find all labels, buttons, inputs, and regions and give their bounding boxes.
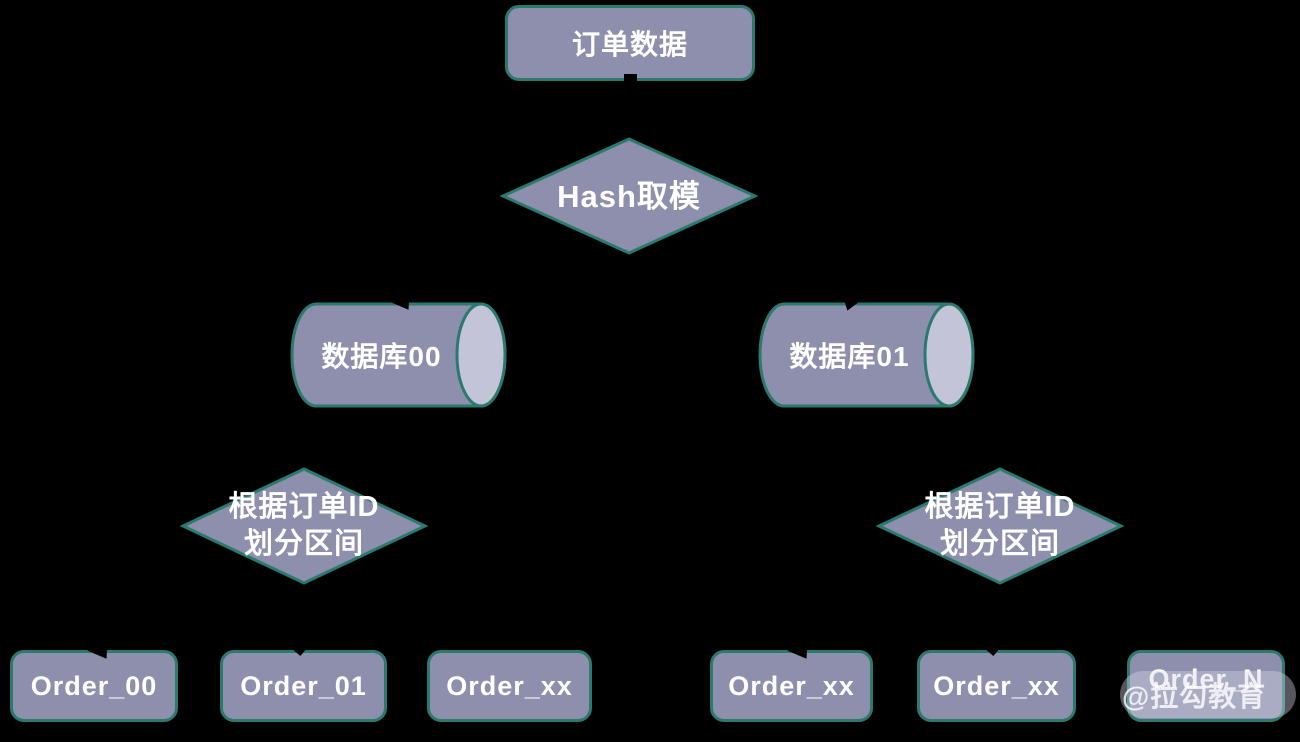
node-order-xx-3-label: Order_xx (933, 670, 1060, 701)
cylinder-shape (290, 302, 507, 408)
node-order-00: Order_00 (10, 650, 178, 722)
arrowhead-icon (624, 74, 637, 84)
diamond-shape (180, 467, 428, 585)
node-split-right-line2: 划分区间 (939, 528, 1060, 560)
node-split-left-line1: 根据订单ID (228, 491, 380, 523)
node-order-xx-3: Order_xx (917, 650, 1076, 722)
watermark-badge: @拉勾教育 (1120, 671, 1296, 718)
diamond-shape (876, 467, 1124, 585)
diamond-shape (500, 137, 758, 255)
node-database-01-label: 数据库01 (789, 341, 910, 372)
node-hash-mod-label: Hash取模 (557, 178, 701, 214)
node-order-01: Order_01 (220, 650, 387, 722)
node-database-00-label: 数据库00 (321, 341, 442, 372)
node-database-00: 数据库00 (290, 302, 507, 408)
node-split-right-line1: 根据订单ID (924, 491, 1076, 523)
node-split-left: 根据订单ID 划分区间 (180, 467, 428, 585)
node-order-xx-2-label: Order_xx (728, 670, 855, 701)
node-split-left-line2: 划分区间 (243, 528, 364, 560)
node-order-01-label: Order_01 (240, 670, 367, 701)
node-order-data: 订单数据 (505, 5, 755, 81)
node-order-n-label: Order_N (1148, 663, 1264, 694)
cylinder-shape (758, 302, 975, 408)
node-hash-mod: Hash取模 (500, 137, 758, 255)
node-database-01: 数据库01 (758, 302, 975, 408)
node-split-right: 根据订单ID 划分区间 (876, 467, 1124, 585)
node-order-xx-1: Order_xx (427, 650, 592, 722)
node-order-n: Order_N (1127, 650, 1285, 722)
node-order-data-label: 订单数据 (571, 29, 688, 60)
node-order-xx-2: Order_xx (710, 650, 873, 722)
node-order-xx-1-label: Order_xx (446, 670, 573, 701)
watermark-text: @拉勾教育 (1122, 680, 1267, 712)
node-order-00-label: Order_00 (30, 670, 158, 701)
